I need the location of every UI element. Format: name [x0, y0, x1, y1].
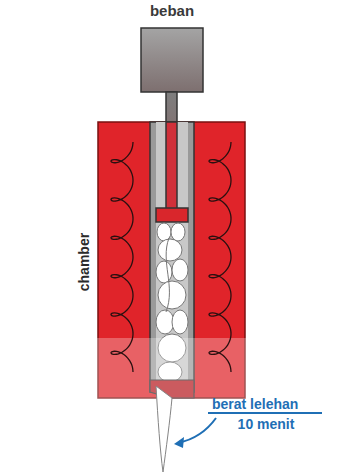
- output-label: berat lelehan: [212, 396, 298, 412]
- label-underline: [208, 412, 322, 414]
- weight-label: beban: [150, 2, 194, 19]
- piston-rod-inner: [166, 122, 177, 210]
- chamber-label: chamber: [76, 233, 92, 291]
- heater-coils: [111, 142, 231, 372]
- melt-streak: [166, 238, 169, 312]
- weight-block: [141, 28, 203, 92]
- piston-head: [156, 208, 188, 222]
- coil-winding: [111, 142, 133, 372]
- arrow-head: [174, 437, 184, 448]
- time-label: 10 menit: [238, 416, 295, 432]
- coil-winding: [209, 142, 231, 372]
- fade-overlay: [0, 338, 343, 476]
